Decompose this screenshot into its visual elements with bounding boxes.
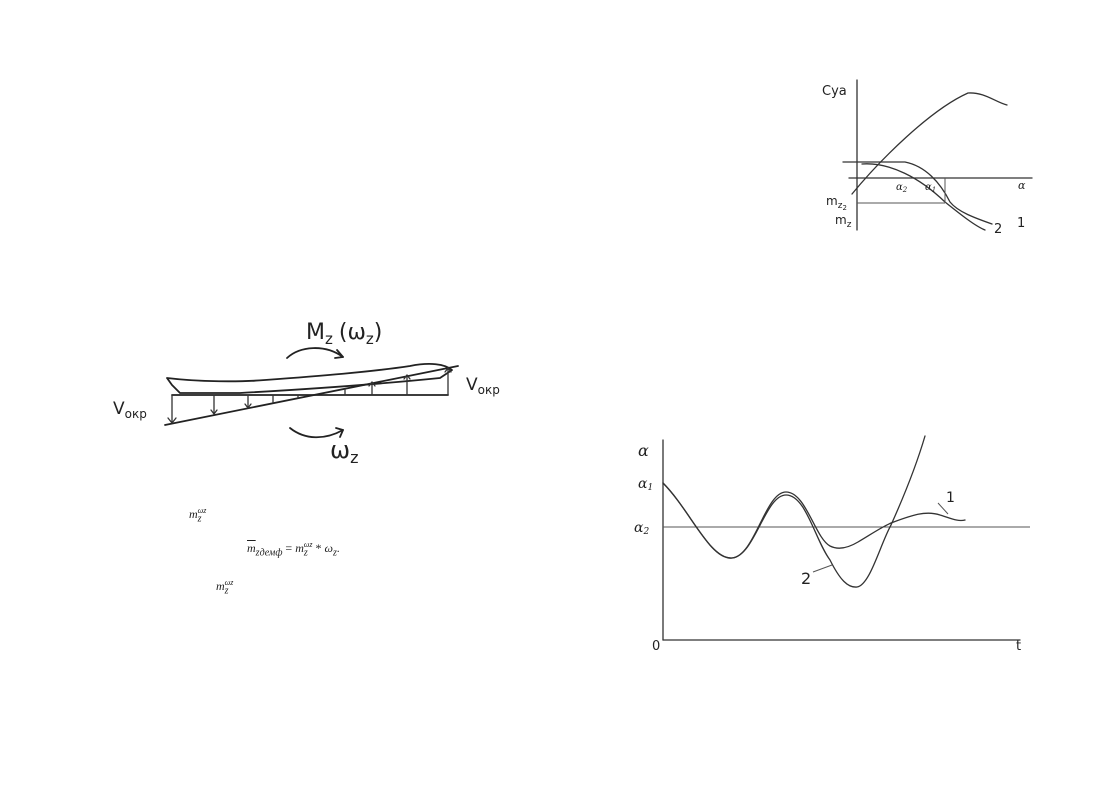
top-right-chart: Cya α α2 α1 mz2 mz 2 1 [822,79,1033,237]
f1-base: m [189,507,198,521]
v-right-sub: окр [478,383,500,397]
f3-base: m [216,579,225,593]
cya-label: Cya [822,84,847,99]
f3-sub: z [224,585,229,597]
moment-arg: (ω [339,320,366,345]
f2-times: * [312,541,325,555]
airfoil-outline [166,363,453,394]
mz-label: m [835,213,847,227]
alpha1-label: α [638,476,648,492]
formula-mz-omega-2: mzωz [216,578,233,596]
alpha1-label: α [925,182,932,193]
svg-text:Mz(ωz): Mz(ωz) [306,320,382,348]
alpha1-sub: 1 [932,186,936,194]
wing-diagram: Mz(ωz) ωz Vокр Vокр [113,320,500,467]
f3-sup: ωz [224,578,234,587]
curve1-label: 1 [1017,216,1025,231]
curve-2 [662,435,926,588]
moment-sub: z [325,330,333,348]
f2-m: m [295,541,304,555]
v-left-label: V [113,399,125,419]
omega-arrow-head [335,427,344,438]
formula-damping-moment: mzдемф = mzωz * ωz. [247,540,340,558]
svg-text:Vокр: Vокр [113,399,147,421]
origin-label: 0 [652,639,660,654]
velocity-distribution-line [164,365,459,426]
moment-close: ) [374,320,383,345]
svg-text:α2: α2 [896,182,908,194]
mz2-label: m [826,194,838,208]
t-axis-label: t [1016,639,1021,654]
velocity-arrows [167,367,452,424]
f2-lhs: m [247,541,256,555]
alpha2-label: α [896,182,903,193]
svg-text:ωz: ωz [330,436,359,467]
alpha1-sub: 1 [647,483,653,493]
moment-arrow [286,347,344,359]
svg-text:mz: mz [835,213,852,230]
mz2-sub: z [838,201,843,211]
v-left-sub: окр [125,407,147,421]
curve2-label: 2 [994,222,1002,237]
v-right-label: V [466,375,478,395]
f2-omega: ω [324,541,334,555]
svg-text:mz2: mz2 [826,194,847,212]
f1-sup: ωz [197,506,207,515]
omega-sub: z [350,448,358,467]
moment-arg-sub: z [366,330,374,348]
mz-curve-2 [861,163,986,231]
curve2-leader [812,564,833,573]
alpha2-sub: 2 [902,186,908,194]
omega-arrow [289,427,344,439]
f2-m-sub: z [303,547,308,559]
formula-mz-omega-1: mzωz [189,506,206,524]
f2-lhs-sub: zдемф [255,547,283,559]
mz-curve-1 [842,161,993,225]
f2-dot: . [336,541,340,555]
alpha2-label: α [634,520,644,536]
alpha-axis-label: α [1018,179,1026,192]
curve1-label: 1 [946,490,955,506]
mz2-subsub: 2 [842,204,846,212]
f2-omega-sub: z [333,547,337,559]
f2-eq: = [282,541,296,555]
f2-m-sup: ωz [303,540,313,549]
alpha2-sub: 2 [642,527,649,537]
curve1-leader [937,502,949,515]
svg-text:α2: α2 [634,520,649,537]
omega-label: ω [330,436,350,464]
cya-curve [851,92,1008,195]
mz-sub: z [847,220,852,230]
bottom-chart: α α1 α2 0 t 1 2 [634,435,1030,654]
curve2-label: 2 [801,569,811,588]
svg-text:α1: α1 [925,182,936,194]
curve-1 [662,482,966,559]
svg-text:α1: α1 [638,476,653,493]
moment-arrow-head [334,349,344,359]
f1-sub: z [197,513,202,525]
svg-text:Vокр: Vокр [466,375,500,397]
y-axis-label: α [638,441,649,460]
moment-label: M [306,320,325,345]
